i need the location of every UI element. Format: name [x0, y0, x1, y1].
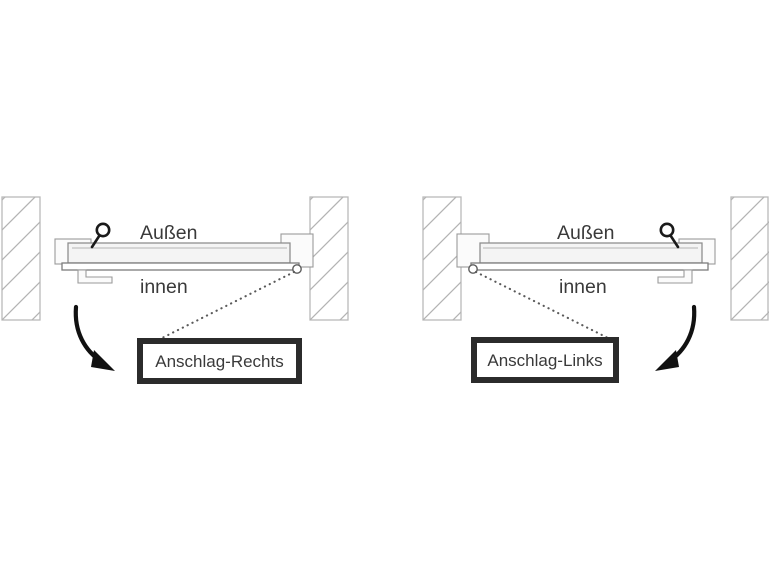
door-slab [67, 242, 291, 264]
door-handle-icon [659, 222, 680, 249]
anschlag-rechts-panel: Außen innen Anschlag-Rechts [1, 196, 349, 384]
callout-label: Anschlag-Rechts [155, 352, 284, 371]
door-bracket [77, 269, 113, 284]
hinge-pivot-icon [468, 264, 478, 274]
swing-arrow-icon [73, 304, 115, 371]
dotted-leader-line [474, 270, 620, 345]
wall-right-outer [730, 196, 769, 321]
door-handle-icon [90, 222, 111, 249]
callout-anschlag-links[interactable]: Anschlag-Links [471, 337, 619, 383]
callout-anschlag-rechts[interactable]: Anschlag-Rechts [137, 338, 302, 384]
wall-hatch-icon [310, 197, 348, 320]
wall-hatch-icon [731, 197, 769, 320]
wall-left-inner [309, 196, 349, 321]
hinge-pivot-icon [292, 264, 302, 274]
callout-label: Anschlag-Links [487, 351, 602, 370]
door-sill [470, 262, 709, 271]
door-assembly-right [456, 233, 716, 284]
anschlag-links-panel: Außen innen Anschlag-Links [422, 196, 769, 383]
door-sill [61, 262, 300, 271]
dotted-leader-line [150, 270, 296, 345]
door-bracket [657, 269, 693, 284]
wall-right-inner [422, 196, 462, 321]
swing-arrow-icon [655, 304, 697, 371]
inside-label: innen [559, 276, 607, 298]
wall-hatch-icon [2, 197, 40, 320]
door-assembly-left [54, 233, 314, 284]
outside-label: Außen [140, 222, 197, 244]
wall-hatch-icon [423, 197, 461, 320]
door-slab [479, 242, 703, 264]
wall-left-outer [1, 196, 41, 321]
outside-label: Außen [557, 222, 614, 244]
inside-label: innen [140, 276, 188, 298]
